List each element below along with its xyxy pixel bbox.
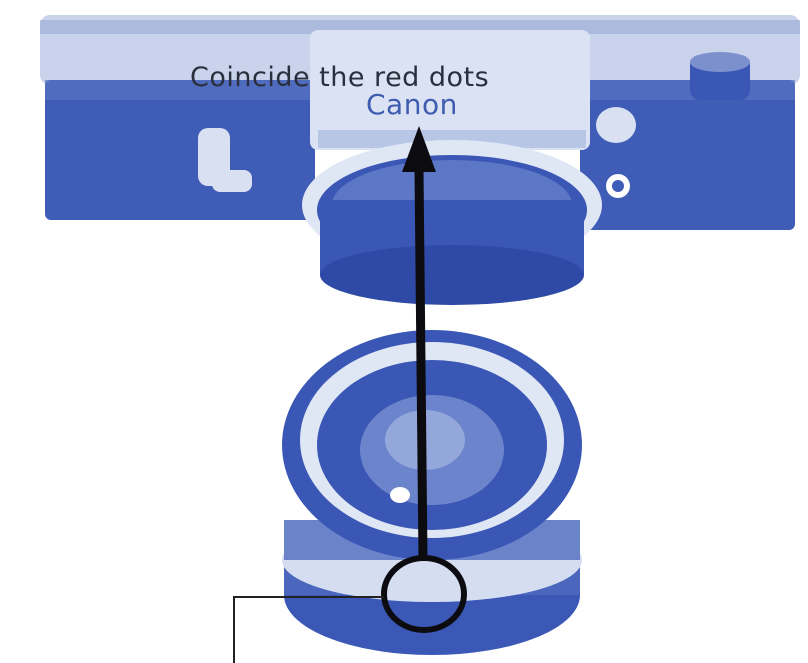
instruction-caption: Coincide the red dots: [190, 62, 489, 93]
camera-body-right: [580, 80, 795, 230]
alignment-arrow: [419, 170, 423, 560]
camera-body-left: [45, 80, 315, 220]
release-button: [596, 107, 636, 143]
